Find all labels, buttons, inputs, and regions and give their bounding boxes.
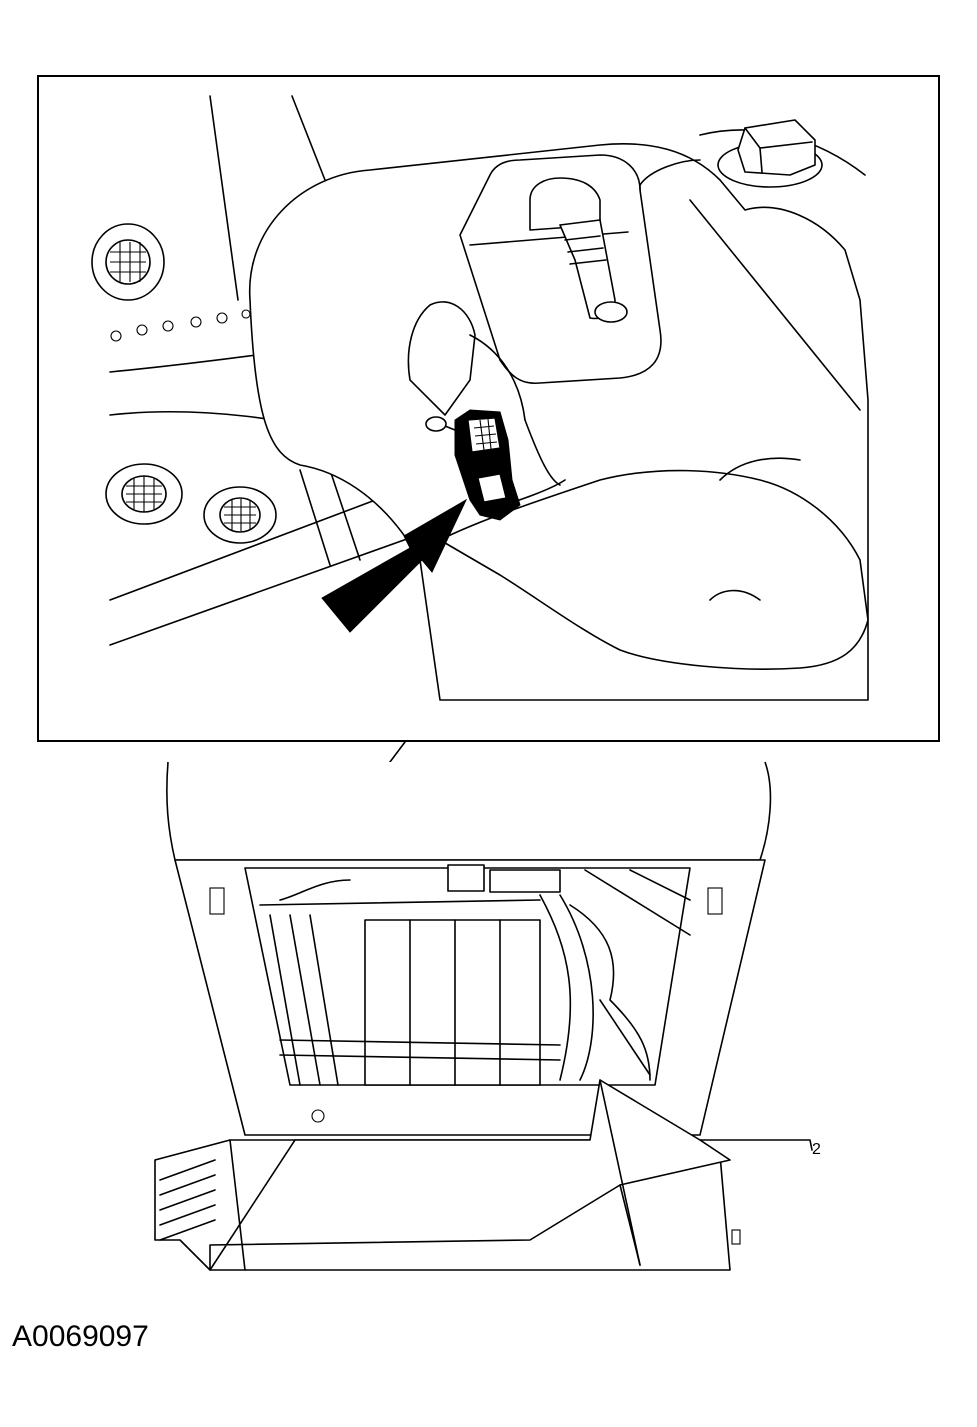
figure-id-label: A0069097	[12, 1320, 149, 1353]
arrow-icon	[321, 498, 468, 633]
overview-upper-body	[166, 761, 772, 861]
grommet-icons	[91, 223, 277, 544]
hole-row	[110, 309, 251, 342]
inset-bracket	[248, 129, 869, 701]
overview-view: 2	[154, 761, 821, 1271]
wiring-harness	[407, 301, 566, 511]
grommet-icon	[203, 486, 277, 544]
electrical-connector-icon	[454, 409, 521, 521]
console-cover	[154, 1079, 813, 1271]
stud-nut-icon	[529, 177, 628, 323]
grommet-icon	[105, 463, 183, 525]
callout-number: 2	[812, 1141, 821, 1158]
detail-inset	[37, 75, 940, 742]
internal-module	[259, 864, 691, 1086]
inset-background-panels	[109, 95, 461, 646]
grommet-icon	[91, 223, 165, 301]
hex-bolt-icon	[717, 119, 823, 188]
